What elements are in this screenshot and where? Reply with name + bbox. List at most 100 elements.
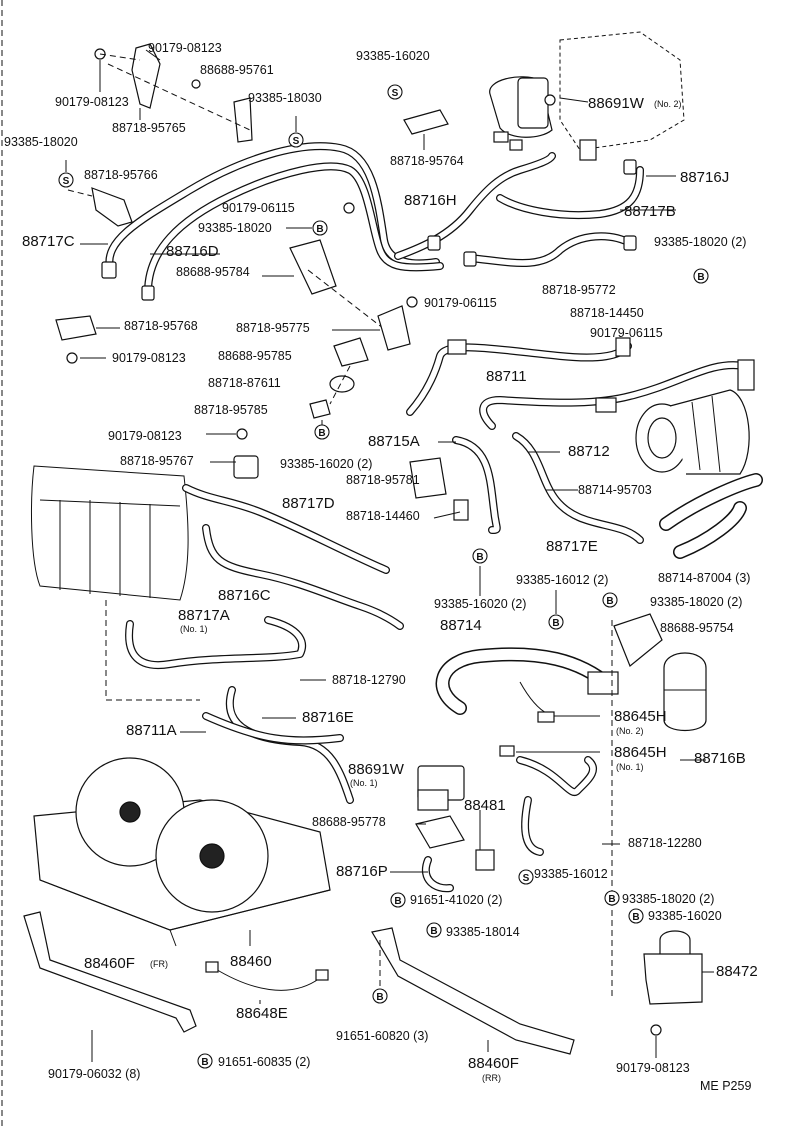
part-label-l44: 88716C [218, 587, 271, 604]
part-label-l02: 88688-95761 [200, 63, 274, 77]
part-label-l56: 88645H [614, 744, 667, 761]
hose-88714-main [435, 647, 619, 715]
part-label-l75: 91651-60820 (3) [336, 1029, 428, 1043]
ac-compressor [635, 389, 750, 475]
part-label-l34: 88712 [568, 443, 610, 460]
part-label-l69: 93385-18014 [446, 925, 520, 939]
sensor-88648E [205, 961, 329, 991]
part-label-l43: 93385-16012 (2) [516, 573, 608, 587]
pipe-88717C [101, 142, 440, 279]
part-label-l41: 88717E [546, 538, 598, 555]
part-label-l24: 88718-95768 [124, 319, 198, 333]
part-label-l11: 88718-95764 [390, 154, 464, 168]
svg-text:S: S [63, 176, 70, 187]
part-label-l15: 88717B [624, 203, 676, 220]
pipe-88711 [406, 337, 632, 416]
clamp-88718-87611 [329, 375, 355, 393]
symbol-b-5: B [548, 614, 564, 630]
part-label-l39: 88717D [282, 495, 335, 512]
svg-text:B: B [632, 912, 639, 923]
part-label-l55: 88711A [126, 722, 177, 739]
clamp-88718-95785 [309, 399, 331, 419]
sensor-88481 [475, 849, 495, 871]
svg-text:B: B [430, 926, 437, 937]
part-label-l77: 91651-60835 (2) [218, 1055, 310, 1069]
part-label-l54: (No. 2) [616, 726, 644, 736]
part-label-l51: 88718-12790 [332, 673, 406, 687]
pipe-88716D [141, 162, 444, 301]
part-label-l80: 90179-08123 [616, 1061, 690, 1075]
bracket-88718-95765 [131, 43, 161, 109]
svg-text:B: B [552, 618, 559, 629]
part-label-l10: (No. 2) [654, 99, 682, 109]
part-label-l27: 88688-95785 [218, 349, 292, 363]
part-label-l40: 88718-14460 [346, 509, 420, 523]
part-label-l63: 88718-12280 [628, 836, 702, 850]
svg-text:B: B [394, 896, 401, 907]
bracket-88718-95766 [91, 187, 133, 227]
part-label-l76: 90179-06032 (8) [48, 1067, 140, 1081]
part-label-l58: (No. 1) [616, 762, 644, 772]
part-label-l62: 88688-95778 [312, 815, 386, 829]
part-label-l20: 88688-95784 [176, 265, 250, 279]
top-left-bracket-group [65, 43, 297, 227]
tank-88472 [643, 930, 714, 1036]
part-label-l26: 90179-06115 [590, 326, 663, 340]
pipe-88717B [463, 232, 637, 267]
clamp-88718-95768 [55, 315, 97, 341]
bracket-88460F-RR [371, 927, 575, 1055]
bracket-88460F-FR [23, 911, 197, 1062]
part-label-l74: 88648E [236, 1005, 288, 1022]
part-label-l14: 88716H [404, 192, 457, 209]
symbol-b-1: B [312, 220, 328, 236]
part-label-l09: 88691W [588, 95, 645, 112]
bracket-88688-95784 [289, 239, 337, 295]
pipe-88717D [182, 484, 390, 574]
clamp-88718-95767 [233, 455, 259, 479]
symbol-b-6: B [602, 592, 618, 608]
part-label-l67: 93385-18020 (2) [622, 892, 714, 906]
part-label-l35: 93385-16020 (2) [280, 457, 372, 471]
pipe-88716E [226, 686, 354, 804]
bracket-88688-95778 [415, 815, 465, 849]
part-label-l22: 90179-06115 [424, 296, 497, 310]
part-label-l25: 88718-95775 [236, 321, 310, 335]
symbol-s-4: S [518, 869, 534, 885]
svg-text:B: B [316, 224, 323, 235]
leader-lines [80, 209, 706, 1058]
pipe-88716H [394, 152, 556, 260]
part-label-l61: 88481 [464, 797, 506, 814]
part-label-l19: 93385-18020 (2) [654, 235, 746, 249]
clamp-88718-14460 [453, 499, 469, 521]
part-label-l45: 93385-18020 (2) [650, 595, 742, 609]
svg-text:B: B [476, 552, 483, 563]
pipe-88712 [479, 359, 755, 430]
clamp-88718-95775 [377, 305, 411, 351]
part-label-l30: 88718-87611 [208, 376, 281, 390]
left-small-parts [55, 315, 259, 479]
part-label-l33: 88715A [368, 433, 420, 450]
svg-text:B: B [201, 1057, 208, 1068]
svg-text:B: B [606, 596, 613, 607]
part-label-l12: 88716J [680, 169, 729, 186]
part-label-l72: (FR) [150, 959, 168, 969]
part-label-l32: 90179-08123 [108, 429, 182, 443]
part-label-l48: (No. 1) [180, 624, 208, 634]
part-label-l28: 90179-08123 [112, 351, 186, 365]
vsv-88691W-no1 [415, 765, 495, 893]
part-label-l52: 88716E [302, 709, 354, 726]
part-label-l03: 90179-08123 [55, 95, 129, 109]
bracket-88688-95761 [233, 97, 253, 143]
part-label-l18: 88716D [166, 243, 219, 260]
part-label-l01: 90179-08123 [148, 41, 222, 55]
part-label-l47: 88717A [178, 607, 230, 624]
part-label-l60: (No. 1) [350, 778, 378, 788]
part-label-l16: 93385-18020 [198, 221, 272, 235]
part-label-l65: 93385-16012 [534, 867, 608, 881]
pipe-88711A [202, 712, 344, 745]
symbol-b-2: B [693, 268, 709, 284]
part-label-l37: 88718-95781 [346, 473, 420, 487]
part-label-l36: 88718-95767 [120, 454, 194, 468]
part-label-l66: 91651-41020 (2) [410, 893, 502, 907]
